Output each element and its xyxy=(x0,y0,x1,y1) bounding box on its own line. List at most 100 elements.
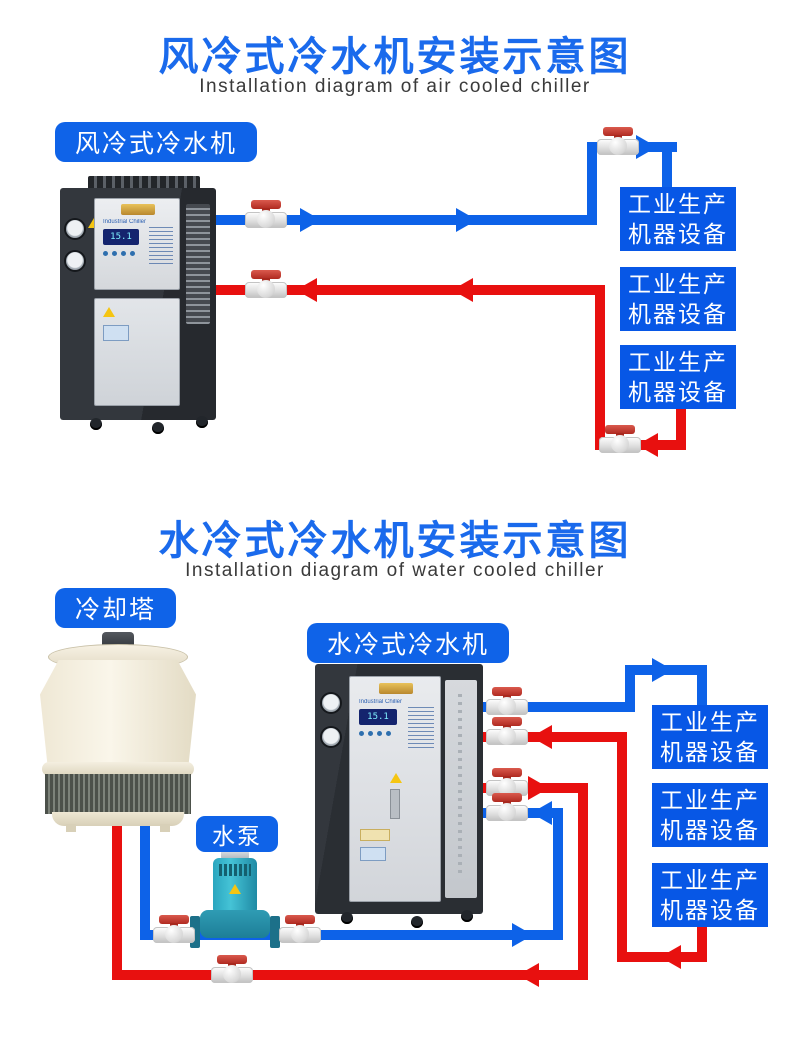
pressure-gauge xyxy=(66,220,84,238)
ball-valve xyxy=(211,955,253,983)
equipment-box: 工业生产 机器设备 xyxy=(652,705,768,769)
condenser-fan-fins xyxy=(88,176,200,190)
flow-arrow-right-icon xyxy=(456,208,477,232)
caster-wheel xyxy=(90,418,102,430)
chilled-return-stub xyxy=(481,732,627,742)
ball-valve xyxy=(486,793,528,821)
caster-wheel xyxy=(411,916,423,928)
supply-pipe-main xyxy=(213,215,597,225)
pump-vent-slots xyxy=(219,864,251,876)
ball-valve xyxy=(486,768,528,796)
water-cooled-title: 水冷式冷水机安装示意图 xyxy=(158,519,632,563)
warning-sticker-icon xyxy=(229,884,241,894)
pump-flange xyxy=(190,916,200,948)
lower-door-panel xyxy=(94,298,180,406)
flow-arrow-left-icon xyxy=(637,433,658,457)
flow-arrow-left-icon xyxy=(660,945,681,969)
flow-arrow-left-icon xyxy=(296,278,317,302)
panel-brand-text: Industrial Chiller xyxy=(359,699,403,705)
ball-valve xyxy=(486,717,528,745)
air-cooled-title: 风冷式冷水机安装示意图 xyxy=(158,35,632,79)
spec-sticker xyxy=(360,829,390,841)
equipment-box-line2: 机器设备 xyxy=(628,301,728,327)
side-panel-rivets xyxy=(458,694,462,874)
equipment-box: 工业生产 机器设备 xyxy=(620,187,736,251)
equipment-box-line2: 机器设备 xyxy=(660,739,760,765)
condenser-return-riser xyxy=(578,783,588,980)
flow-arrow-left-icon xyxy=(531,801,552,825)
flow-arrow-right-icon xyxy=(512,923,533,947)
cooling-tower-label: 冷却塔 xyxy=(55,588,177,628)
air-cooled-chiller-image: Industrial Chiller 15.1 xyxy=(60,176,216,434)
valve-handle xyxy=(251,270,281,279)
tower-return-riser xyxy=(112,818,122,980)
spec-sticker xyxy=(103,325,129,341)
pressure-gauge xyxy=(322,694,340,712)
water-pump-image xyxy=(188,850,282,948)
chilled-supply-stub xyxy=(481,702,635,712)
panel-brand-text: Industrial Chiller xyxy=(103,219,147,225)
valve-handle xyxy=(492,768,522,777)
spec-sticker xyxy=(360,847,386,861)
tower-leg xyxy=(66,824,76,832)
temperature-display: 15.1 xyxy=(359,709,397,725)
water-cooled-chiller-label: 水冷式冷水机 xyxy=(307,623,510,663)
equipment-box-line2: 机器设备 xyxy=(660,897,760,923)
chilled-return-riser xyxy=(617,732,627,962)
air-cooled-chiller-label: 风冷式冷水机 xyxy=(55,122,258,162)
equipment-box: 工业生产 机器设备 xyxy=(652,863,768,927)
tower-mesh-screen xyxy=(45,774,191,814)
return-pipe-riser xyxy=(595,285,605,450)
valve-handle xyxy=(285,915,315,924)
flow-arrow-right-icon xyxy=(636,135,657,159)
flow-arrow-left-icon xyxy=(518,963,539,987)
panel-buttons xyxy=(103,251,135,256)
side-vent-grille xyxy=(186,204,210,324)
valve-handle xyxy=(492,717,522,726)
equipment-box-line1: 工业生产 xyxy=(660,709,760,735)
warning-sticker-icon xyxy=(390,773,402,783)
valve-handle xyxy=(605,425,635,434)
valve-handle xyxy=(159,915,189,924)
equipment-box-line2: 机器设备 xyxy=(660,817,760,843)
ball-valve xyxy=(599,425,641,453)
equipment-box-line2: 机器设备 xyxy=(628,221,728,247)
valve-handle xyxy=(603,127,633,136)
tower-supply-riser xyxy=(140,818,150,940)
condenser-supply-riser xyxy=(553,808,563,940)
panel-spec-text xyxy=(149,227,173,267)
condenser-return-pipe xyxy=(112,970,588,980)
supply-pipe-drop xyxy=(662,142,672,189)
equipment-box-line2: 机器设备 xyxy=(628,379,728,405)
valve-handle xyxy=(492,793,522,802)
flow-arrow-left-icon xyxy=(452,278,473,302)
panel-spec-text xyxy=(408,707,434,751)
ball-valve xyxy=(486,687,528,715)
ball-valve xyxy=(245,270,287,298)
chilled-return-drop xyxy=(697,926,707,962)
condenser-supply-pipe xyxy=(140,930,563,940)
water-cooled-subtitle: Installation diagram of water cooled chi… xyxy=(185,560,605,581)
temperature-display: 15.1 xyxy=(103,229,139,245)
pump-volute xyxy=(200,910,270,938)
tower-band xyxy=(42,762,194,776)
pump-label: 水泵 xyxy=(196,816,278,852)
ball-valve xyxy=(279,915,321,943)
caster-wheel xyxy=(152,422,164,434)
brand-logo-icon xyxy=(379,683,413,694)
panel-buttons xyxy=(359,731,391,736)
chilled-supply-drop xyxy=(697,665,707,707)
water-cooled-chiller-image: Industrial Chiller 15.1 xyxy=(315,664,483,928)
equipment-box-line1: 工业生产 xyxy=(628,271,728,297)
brand-logo-icon xyxy=(121,204,155,215)
caster-wheel xyxy=(196,416,208,428)
ball-valve xyxy=(245,200,287,228)
warning-sticker-icon xyxy=(103,307,115,317)
pressure-gauge xyxy=(66,252,84,270)
front-door-panel: Industrial Chiller 15.1 xyxy=(349,676,441,902)
flow-arrow-right-icon xyxy=(528,776,549,800)
valve-handle xyxy=(217,955,247,964)
caster-wheel xyxy=(341,912,353,924)
tower-body xyxy=(40,660,196,768)
